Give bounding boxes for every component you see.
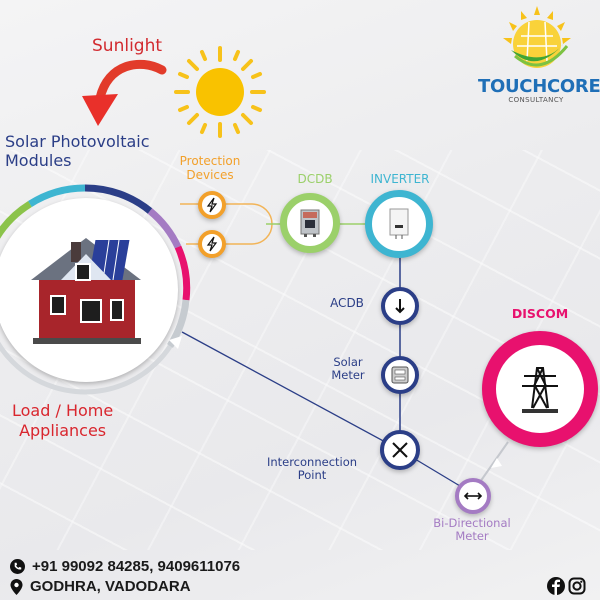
- interconnection-label-line2: Point: [297, 468, 327, 483]
- lightning-bolt-icon: [206, 236, 218, 252]
- interconnection-label: Interconnection Point: [262, 455, 362, 483]
- electric-meter-icon: [391, 366, 409, 384]
- interconnection-node: [380, 430, 420, 470]
- phone-numbers: +91 99092 84285, 9409611076: [32, 558, 241, 575]
- brand-name: TOUCHCORE: [478, 76, 600, 97]
- load-label-line1: Load / Home: [12, 401, 114, 420]
- pv-label-line2: Modules: [5, 151, 72, 171]
- arrow-down-icon: [395, 299, 405, 314]
- bidirectional-meter-label: Bi-Directional Meter: [418, 516, 526, 544]
- house-icon: [31, 238, 141, 344]
- instagram-icon[interactable]: [568, 577, 586, 595]
- location-pin-icon: [10, 578, 23, 595]
- brand-tagline: CONSULTANCY: [508, 96, 564, 104]
- load-label: Load / Home Appliances: [12, 401, 113, 441]
- double-arrow-icon: [463, 492, 483, 500]
- location-text: GODHRA, VADODARA: [30, 578, 191, 595]
- bidirectional-meter-node: [455, 478, 491, 514]
- distribution-box-icon: [300, 209, 320, 237]
- bidir-label-line1: Bi-Directional: [433, 516, 511, 530]
- inverter-label: INVERTER: [370, 172, 430, 186]
- inverter-icon: [389, 208, 409, 239]
- protection-devices-label: Protection Devices: [170, 154, 250, 183]
- discom-node: [482, 331, 598, 447]
- sunlight-label: Sunlight: [92, 36, 163, 56]
- solar-meter-label: Solar Meter: [320, 355, 376, 383]
- dcdb-label: DCDB: [297, 172, 333, 186]
- solar-meter-label-line2: Meter: [331, 368, 365, 383]
- acdb-label: ACDB: [330, 296, 364, 310]
- load-label-line2: Appliances: [19, 421, 107, 440]
- protection-device-2: [198, 230, 226, 258]
- touchcore-logo-icon: [503, 6, 571, 68]
- x-cross-icon: [392, 442, 408, 458]
- location-contact: GODHRA, VADODARA: [10, 578, 191, 595]
- interconnection-label-line1: Interconnection: [266, 455, 358, 469]
- acdb-node: [381, 287, 419, 325]
- inverter-node: [365, 190, 433, 258]
- facebook-icon[interactable]: [547, 577, 565, 595]
- house-node: [0, 198, 178, 382]
- sunlight-arrow-icon: [82, 59, 167, 126]
- transmission-tower-icon: [522, 367, 558, 413]
- solar-meter-node: [381, 356, 419, 394]
- dcdb-node: [280, 193, 340, 253]
- protection-device-1: [198, 191, 226, 219]
- bidir-label-line2: Meter: [455, 529, 489, 544]
- lightning-bolt-icon: [206, 197, 218, 213]
- discom-label: DISCOM: [511, 306, 569, 321]
- protection-label-line2: Devices: [186, 167, 234, 182]
- pv-modules-label: Solar Photovoltaic Modules: [5, 132, 150, 170]
- pv-label-line1: Solar Photovoltaic: [5, 132, 150, 151]
- sun-icon: [174, 46, 266, 138]
- protection-label-line1: Protection: [179, 154, 241, 168]
- phone-contact: +91 99092 84285, 9409611076: [10, 558, 240, 575]
- solar-meter-label-line1: Solar: [333, 355, 363, 369]
- phone-icon: [10, 559, 25, 574]
